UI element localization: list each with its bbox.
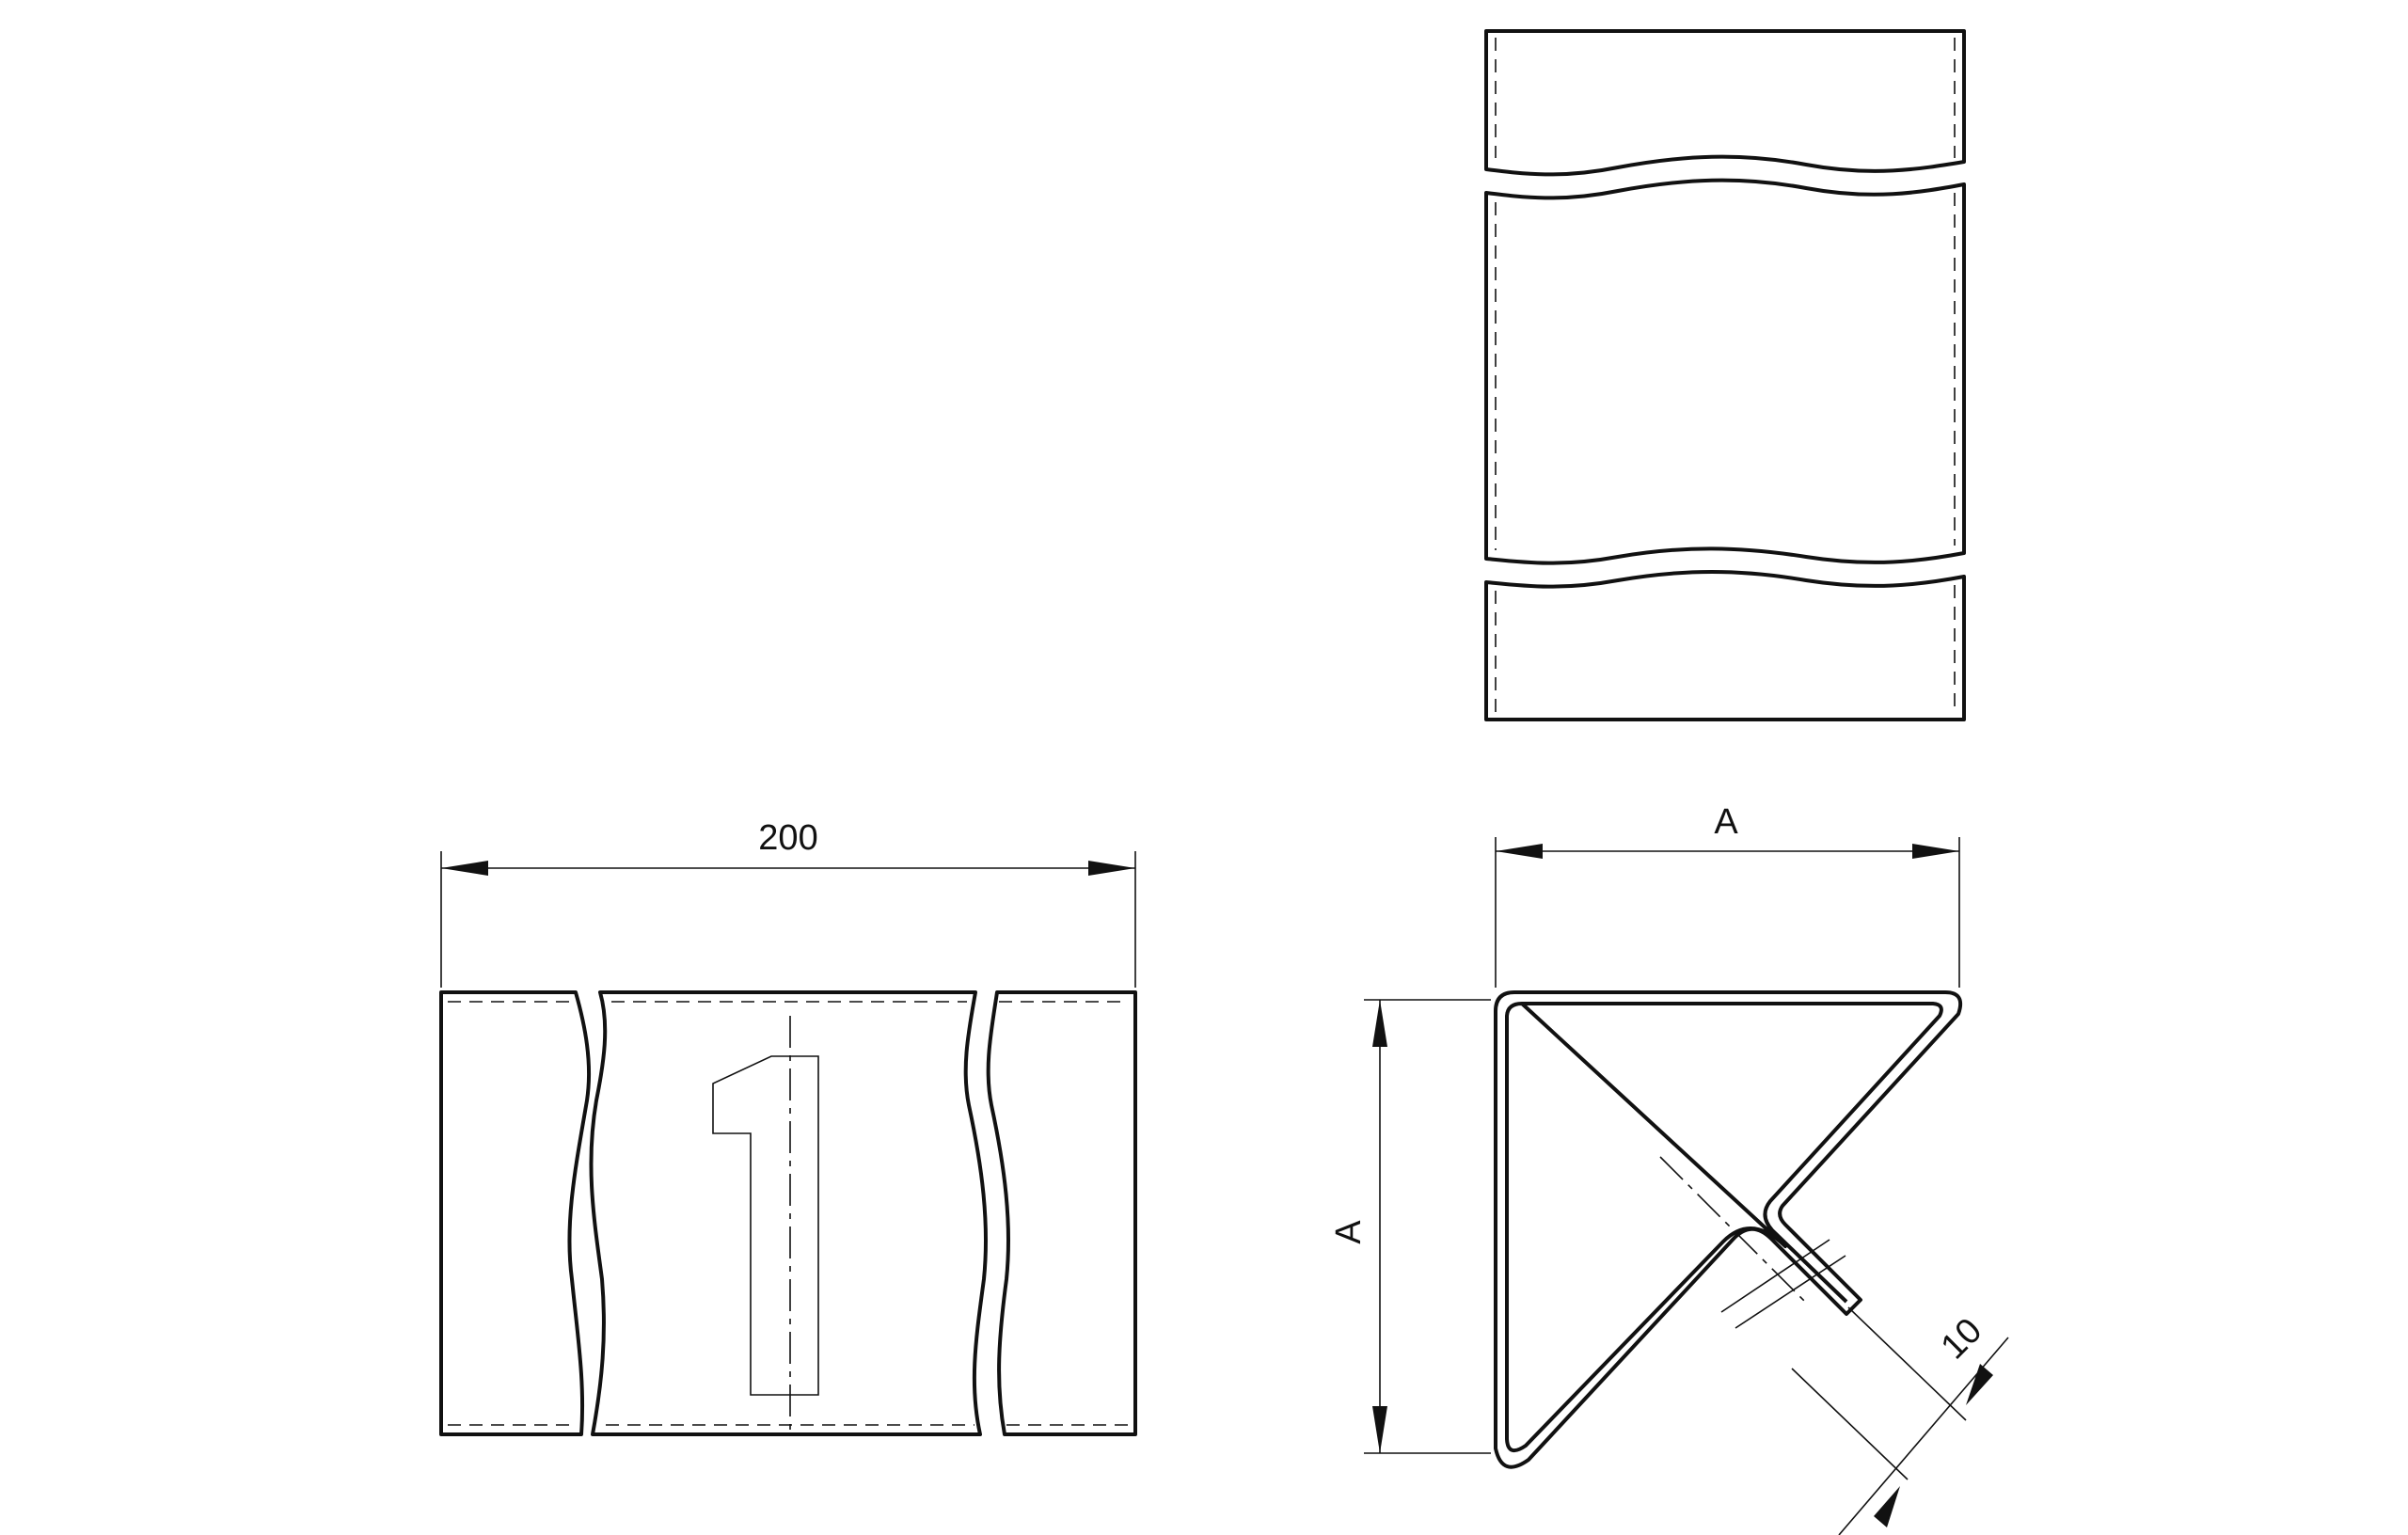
- top-view-segment-upper: [1484, 29, 1966, 177]
- dimension-label-10: 10: [1934, 1311, 1990, 1368]
- dimension-arrow: [441, 861, 488, 876]
- front-view-segment-left: [439, 990, 592, 1436]
- dimension-label-a-horizontal: A: [1714, 802, 1738, 842]
- dimension-extension-line: [1847, 1306, 1967, 1421]
- top-view-segment-lower: [1484, 570, 1966, 721]
- dimension-arrow: [1966, 1364, 1993, 1405]
- dimension-label-200: 200: [758, 818, 817, 858]
- side-view-lip-mark: [1720, 1239, 1830, 1313]
- side-view-centerline: [1659, 1156, 1807, 1304]
- marking-digit-text: 1: [774, 1211, 794, 1250]
- dimension-arrow: [1372, 1406, 1387, 1453]
- front-view-segment-right: [986, 990, 1137, 1436]
- side-view-lip-mark: [1735, 1255, 1846, 1329]
- dimension-extension-line: [1791, 1368, 1909, 1480]
- dimension-label-a-vertical: A: [1329, 1220, 1369, 1244]
- top-view: [1484, 29, 1966, 721]
- front-view-segment-middle: [589, 990, 989, 1436]
- dimension-arrow: [1912, 844, 1959, 859]
- marking-digit-outline: [712, 1055, 819, 1396]
- side-view-profile-outer: [1494, 990, 1963, 1469]
- top-view-segment-middle: [1484, 178, 1966, 565]
- front-view: 1 200: [439, 818, 1137, 1436]
- dimension-arrow: [1874, 1486, 1900, 1527]
- dimension-arrow: [1496, 844, 1543, 859]
- side-view-profile-inner: [1505, 1002, 1943, 1453]
- dimension-arrow: [1088, 861, 1135, 876]
- dimension-arrow: [1372, 1000, 1387, 1047]
- side-view: A A 10: [1329, 802, 2009, 1535]
